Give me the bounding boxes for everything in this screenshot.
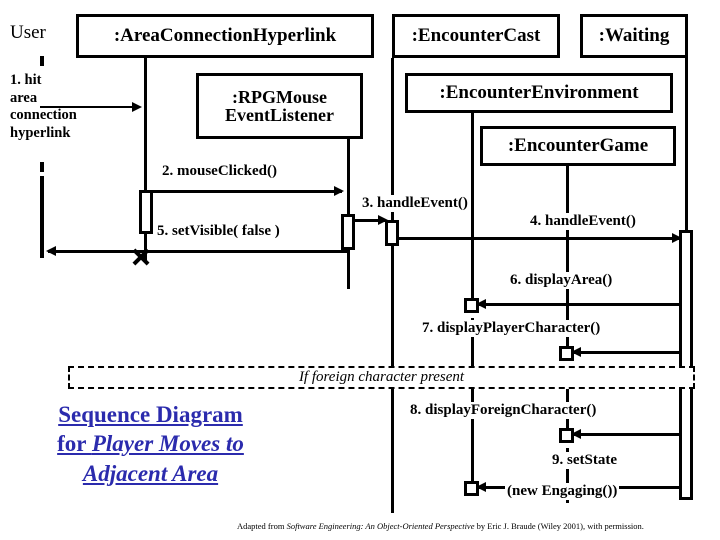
actor-lifeline-user bbox=[40, 176, 44, 258]
actor-lifeline-stub-top bbox=[40, 56, 44, 66]
activation-bar-hyperlink bbox=[139, 190, 153, 234]
message-label-4-handle-event: 4. handleEvent() bbox=[528, 213, 638, 230]
activation-bar-encounter-cast bbox=[385, 220, 399, 246]
message-label-5-set-visible-false: 5. setVisible( false ) bbox=[155, 223, 282, 240]
lifeline-line-encounter-game bbox=[566, 166, 569, 356]
message-label-7-display-player-character: 7. displayPlayerCharacter() bbox=[420, 320, 603, 337]
message-line-7-display-player-character bbox=[573, 351, 681, 354]
lifeline-label-waiting: :Waiting bbox=[598, 25, 670, 47]
message-arrowhead-9 bbox=[476, 482, 486, 492]
lifeline-box-rpg-mouse-event-listener: :RPGMouse EventListener bbox=[196, 73, 363, 139]
message-arrowhead-4 bbox=[672, 233, 682, 243]
lifeline-line-area-connection-hyperlink-lower bbox=[144, 232, 147, 260]
message-line-6-display-area bbox=[478, 303, 681, 306]
credit-prefix: Adapted from bbox=[237, 521, 287, 531]
diagram-title-line-2-prefix: for bbox=[57, 431, 92, 457]
message-line-3-handle-event bbox=[348, 219, 386, 222]
lifeline-box-waiting: :Waiting bbox=[580, 14, 688, 58]
message-arrowhead-5 bbox=[46, 246, 56, 256]
actor-note-line-1: 1. hit bbox=[10, 72, 42, 88]
message-arrowhead-3 bbox=[378, 215, 388, 225]
message-arrowhead-2 bbox=[334, 186, 344, 196]
lifeline-line-waiting bbox=[685, 58, 688, 233]
message-line-4-handle-event bbox=[396, 237, 680, 240]
lifeline-line-encounter-cast bbox=[391, 58, 394, 513]
lifeline-label-encounter-environment: :EncounterEnvironment bbox=[439, 82, 639, 104]
guard-condition-text: If foreign character present bbox=[298, 369, 465, 385]
lifeline-line-encounter-environment bbox=[471, 113, 474, 308]
message-arrowhead-8 bbox=[571, 429, 581, 439]
lifeline-box-encounter-environment: :EncounterEnvironment bbox=[405, 73, 673, 113]
lifeline-box-encounter-game: :EncounterGame bbox=[480, 126, 676, 166]
actor-note-text: 1. hit area connection hyperlink bbox=[10, 72, 122, 143]
lifeline-box-area-connection-hyperlink: :AreaConnectionHyperlink bbox=[76, 14, 374, 58]
lifeline-box-encounter-cast: :EncounterCast bbox=[392, 14, 560, 58]
lifeline-label-encounter-cast: :EncounterCast bbox=[411, 25, 541, 47]
diagram-title-line-3: Adjacent Area bbox=[82, 460, 219, 486]
credit-suffix: by Eric J. Braude (Wiley 2001), with per… bbox=[474, 521, 644, 531]
message-label-9-set-state-argument: (new Engaging()) bbox=[505, 483, 620, 500]
message-label-3-handle-event: 3. handleEvent() bbox=[360, 195, 470, 212]
lifeline-line-encounter-game-lowest bbox=[566, 448, 569, 503]
actor-label-user: User bbox=[10, 22, 46, 43]
message-line-1-hit-area-connection-hyperlink bbox=[40, 106, 138, 108]
destruction-marker-user bbox=[131, 247, 151, 267]
diagram-title: Sequence Diagram for Player Moves to Adj… bbox=[18, 400, 283, 488]
activation-bar-rpg-mouse bbox=[341, 214, 355, 250]
diagram-title-line-2-italic: Player Moves to bbox=[91, 431, 244, 457]
lifeline-line-area-connection-hyperlink bbox=[144, 58, 147, 198]
actor-lifeline-stub-mid bbox=[40, 162, 44, 172]
diagram-title-line-1: Sequence Diagram bbox=[58, 402, 243, 427]
activation-bar-waiting bbox=[679, 230, 693, 500]
lifeline-label-area-connection-hyperlink: :AreaConnectionHyperlink bbox=[113, 25, 337, 47]
credit-book-title: Software Engineering: An Object-Oriented… bbox=[286, 521, 475, 531]
message-arrowhead-7 bbox=[571, 347, 581, 357]
lifeline-label-rpg-mouse-line1: :RPGMouse bbox=[232, 86, 327, 107]
message-label-9-set-state: 9. setState bbox=[550, 452, 619, 469]
lifeline-label-rpg-mouse-line2: EventListener bbox=[225, 105, 334, 125]
message-label-2-mouse-clicked: 2. mouseClicked() bbox=[160, 163, 279, 180]
lifeline-label-encounter-game: :EncounterGame bbox=[507, 135, 649, 157]
message-arrowhead-6 bbox=[476, 299, 486, 309]
credit-line: Adapted from Software Engineering: An Ob… bbox=[237, 521, 644, 531]
message-line-8-display-foreign-character bbox=[573, 433, 681, 436]
message-label-8-display-foreign-character: 8. displayForeignCharacter() bbox=[408, 402, 599, 419]
message-line-2-mouse-clicked bbox=[145, 190, 342, 193]
message-label-6-display-area: 6. displayArea() bbox=[508, 272, 615, 289]
guard-condition-box: If foreign character present bbox=[68, 366, 695, 389]
message-arrowhead-1 bbox=[132, 102, 142, 112]
actor-note-line-2: area bbox=[10, 89, 38, 106]
message-line-5-set-visible-false bbox=[48, 250, 348, 253]
actor-note-line-3: connection bbox=[10, 107, 77, 124]
actor-note-line-4: hyperlink bbox=[10, 125, 71, 142]
